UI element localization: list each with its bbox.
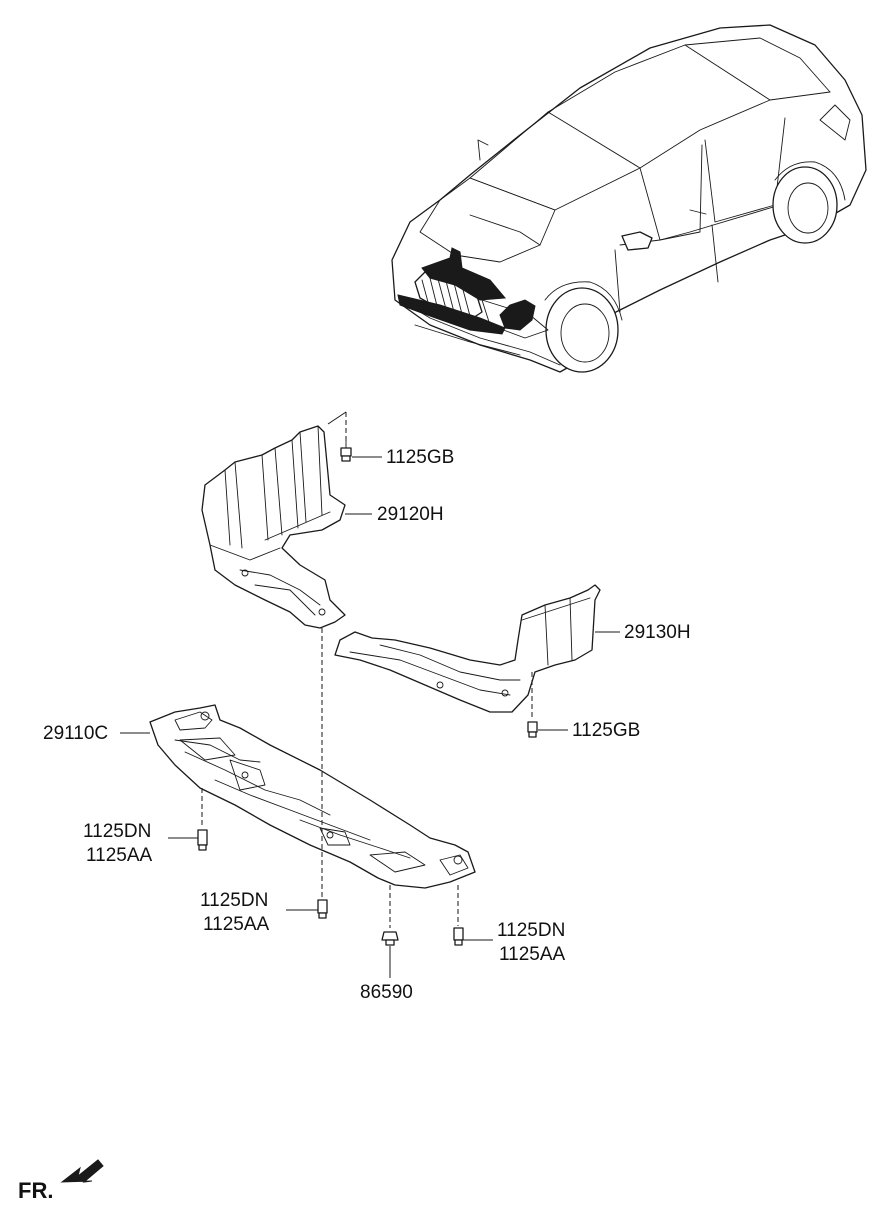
leader-lines (120, 456, 620, 978)
bolt-center-icon (317, 628, 328, 919)
part-label-1125aa-left: 1125AA (86, 845, 153, 866)
bolt-rear-icon (453, 885, 464, 946)
front-arrow-icon (60, 1159, 104, 1183)
part-label-29120h: 29120H (377, 504, 444, 525)
bolt-left-icon (197, 788, 208, 851)
part-label-29110c: 29110C (43, 723, 109, 744)
part-label-1125gb-right: 1125GB (572, 720, 641, 741)
clip-icon (381, 885, 399, 946)
bolt-right-icon (527, 672, 538, 738)
main-under-cover (149, 704, 476, 889)
part-label-1125dn-rear: 1125DN (497, 920, 566, 941)
part-label-1125aa-center: 1125AA (203, 914, 270, 935)
front-direction-label: FR. (18, 1178, 54, 1203)
part-label-86590: 86590 (360, 982, 413, 1003)
part-label-1125gb-top: 1125GB (386, 447, 455, 468)
left-side-cover (201, 425, 346, 629)
part-label-1125dn-center: 1125DN (200, 890, 269, 911)
car-illustration (391, 24, 867, 373)
part-label-1125aa-rear: 1125AA (499, 944, 566, 965)
bolt-top-icon (327, 411, 352, 462)
right-side-cover (334, 584, 601, 713)
part-label-1125dn-left: 1125DN (83, 821, 152, 842)
part-label-29130h: 29130H (624, 622, 691, 643)
